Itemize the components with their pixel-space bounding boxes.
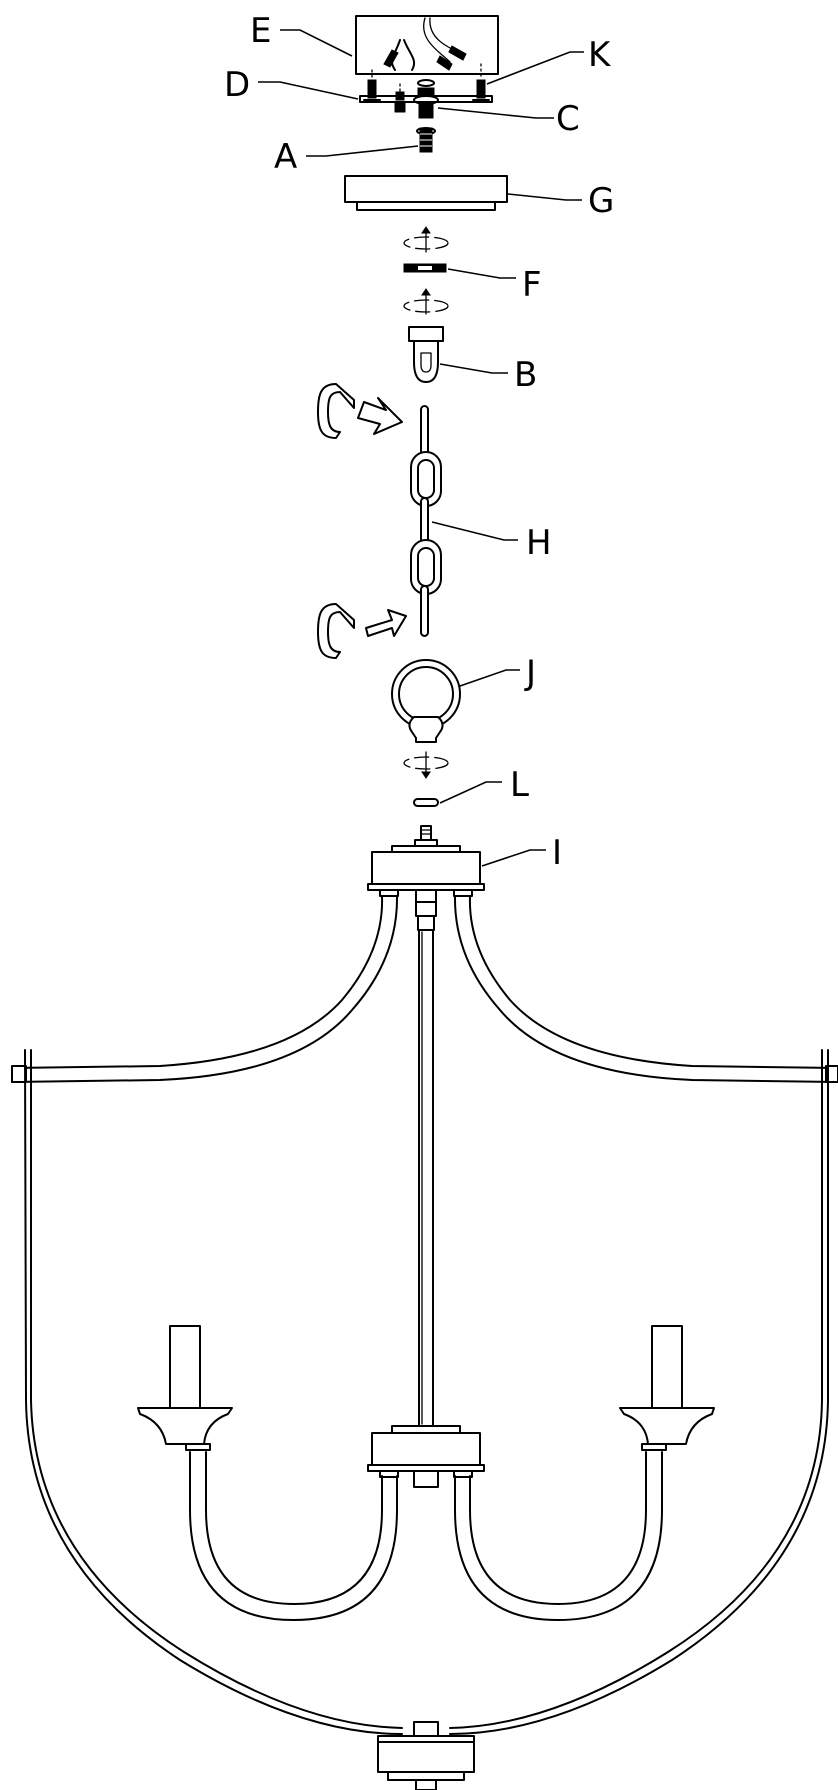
label-k: K — [588, 35, 612, 75]
quick-link-bottom-icon — [317, 603, 407, 659]
threaded-nipple-part-a — [416, 127, 436, 153]
mounting-screw-part-k — [472, 63, 490, 101]
fixture-ring-part-j — [391, 659, 461, 743]
chain-part-h — [410, 405, 442, 637]
rotation-arrow-icon — [403, 751, 449, 779]
label-g: G — [588, 181, 614, 221]
quick-link-top-icon — [317, 383, 403, 439]
fixture-body-part-i — [11, 825, 838, 1790]
label-j: J — [524, 653, 536, 693]
locking-ring-part-f — [403, 263, 447, 273]
leader-lines — [258, 29, 584, 867]
hex-nut-part-c — [413, 79, 439, 119]
washer-part-l — [413, 798, 439, 807]
label-a: A — [274, 137, 297, 177]
label-c: C — [556, 99, 580, 139]
label-h: H — [526, 523, 552, 563]
loop-part-b — [408, 326, 444, 383]
label-e: E — [250, 11, 271, 51]
label-f: F — [522, 265, 542, 305]
rotation-arrow-icon — [403, 288, 449, 315]
label-i: I — [552, 833, 562, 873]
junction-box-part-e — [355, 15, 499, 75]
label-b: B — [514, 355, 537, 395]
canopy-part-g — [344, 175, 508, 211]
rotation-arrow-icon — [403, 226, 449, 253]
label-l: L — [510, 765, 529, 805]
label-d: D — [224, 65, 250, 105]
